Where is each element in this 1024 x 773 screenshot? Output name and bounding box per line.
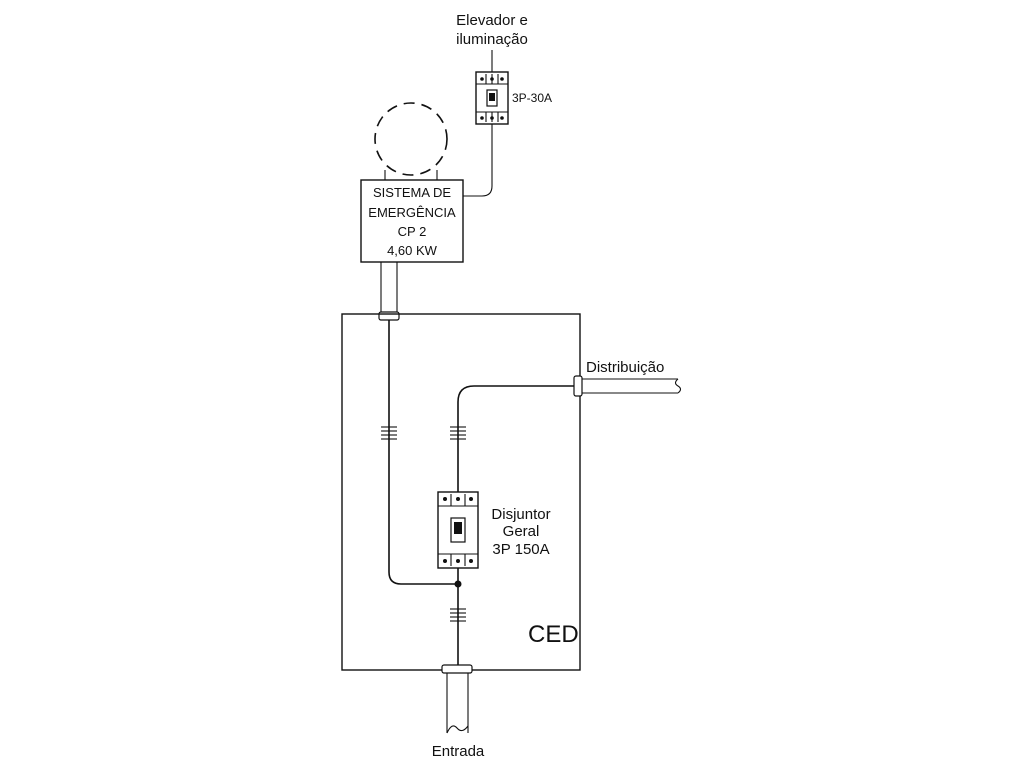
left-wire-ticks xyxy=(381,426,397,440)
emergency-system-box xyxy=(360,179,464,263)
emergency-label-line4: 4,60 KW xyxy=(387,243,438,258)
main-breaker-label-line3: 3P 150A xyxy=(492,541,549,558)
emergency-internal-wire xyxy=(388,320,458,585)
main-breaker-label-line1: Disjuntor xyxy=(491,506,550,523)
main-breaker-label-line2: Geral xyxy=(503,523,540,540)
emergency-label-line2: EMERGÊNCIA xyxy=(368,205,456,220)
emergency-label-line1: SISTEMA DE xyxy=(373,185,451,200)
junction-dot xyxy=(454,580,462,588)
entrance-conduit xyxy=(441,664,473,734)
distribution-conduit xyxy=(573,375,682,397)
distribution-internal-wire xyxy=(457,385,574,492)
entrance-label: Entrada xyxy=(432,743,485,760)
distribution-label: Distribuição xyxy=(586,359,664,376)
emergency-label-line3: CP 2 xyxy=(398,224,427,239)
elevator-label-line1: Elevador e xyxy=(456,12,528,29)
entrance-wire-ticks xyxy=(450,608,466,622)
distribution-wire-ticks xyxy=(450,426,466,440)
elevator-to-emergency-wire xyxy=(463,124,493,197)
small-breaker xyxy=(475,71,509,125)
main-breaker xyxy=(437,491,479,569)
ced-label: CED xyxy=(528,621,579,648)
small-breaker-rating: 3P-30A xyxy=(512,91,552,105)
elevator-label-line2: iluminação xyxy=(456,31,528,48)
emergency-conduit xyxy=(378,262,400,321)
generator-dashed-circle xyxy=(374,102,448,176)
